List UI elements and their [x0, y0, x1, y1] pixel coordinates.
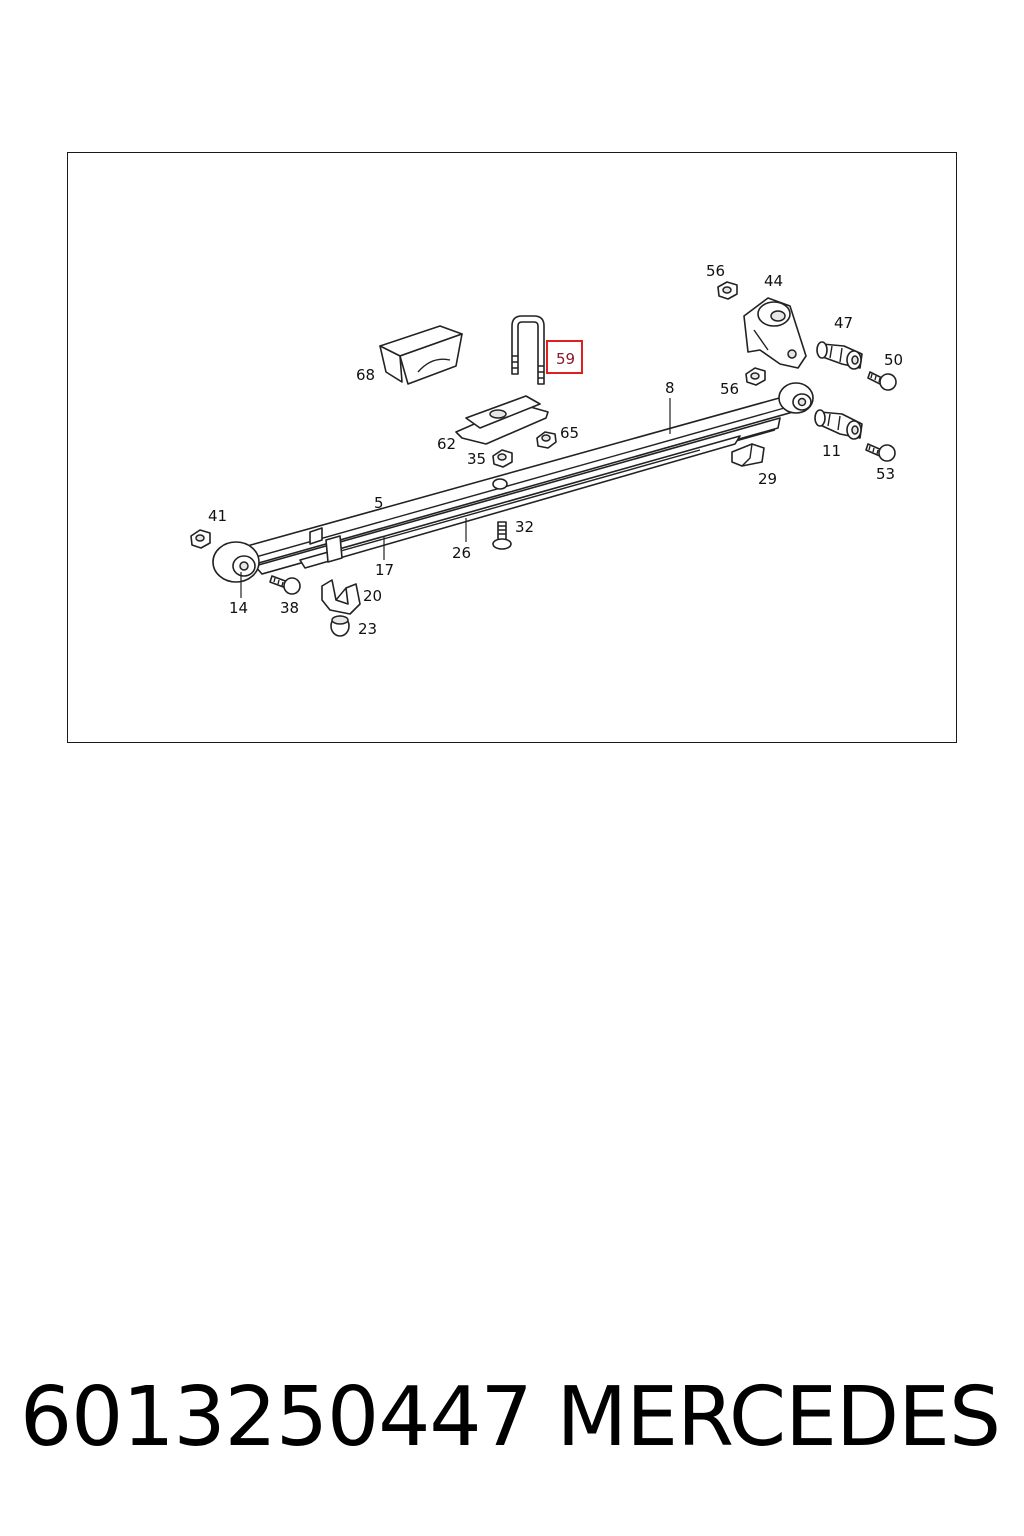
callout-labels: 56 44 47 50 59 68 8 56 62 65 35 11 53 29… [208, 262, 903, 638]
callout-47: 47 [834, 314, 853, 332]
nut-41 [190, 529, 211, 549]
shackle-bracket [743, 297, 807, 369]
clip-20 [321, 579, 361, 615]
callout-50: 50 [884, 351, 903, 369]
callout-56-lower: 56 [720, 380, 739, 398]
callout-56-top: 56 [706, 262, 725, 280]
callout-35: 35 [467, 450, 486, 468]
footer: 6013250447 MERCEDES [0, 1370, 1024, 1470]
part-number: 6013250447 [20, 1370, 533, 1465]
callout-5: 5 [374, 494, 384, 512]
callout-14: 14 [229, 599, 248, 617]
brand-name: MERCEDES [556, 1370, 1001, 1465]
callout-59-highlight-box [546, 340, 583, 374]
cap-23 [330, 615, 350, 637]
callout-68: 68 [356, 366, 375, 384]
callout-20: 20 [363, 587, 382, 605]
nut-56-lower [745, 367, 766, 386]
leader-lines [240, 398, 671, 598]
callout-32: 32 [515, 518, 534, 536]
callout-59: 59 [556, 350, 575, 368]
bushing-11 [814, 409, 863, 440]
callout-29: 29 [758, 470, 777, 488]
leaf-spring [212, 382, 814, 583]
callout-8: 8 [665, 379, 675, 397]
callout-17: 17 [375, 561, 394, 579]
callout-26: 26 [452, 544, 471, 562]
diagram-frame [67, 152, 957, 743]
callout-38: 38 [280, 599, 299, 617]
callout-44: 44 [764, 272, 783, 290]
pad-29 [731, 443, 765, 467]
bushing-47 [816, 341, 863, 370]
bolt-38 [269, 575, 301, 595]
nut-65 [536, 431, 557, 449]
u-bolt [511, 315, 545, 385]
bolt-53 [865, 443, 896, 462]
callout-62: 62 [437, 435, 456, 453]
bolt-50 [867, 371, 897, 391]
callout-11: 11 [822, 442, 841, 460]
spring-plate [455, 395, 549, 445]
callout-23: 23 [358, 620, 377, 638]
nut-56-top [717, 281, 738, 300]
bump-stop-pad [379, 325, 463, 385]
callout-65: 65 [560, 424, 579, 442]
bolt-32 [492, 521, 512, 550]
callout-53: 53 [876, 465, 895, 483]
callout-41: 41 [208, 507, 227, 525]
nut-35 [492, 449, 513, 468]
